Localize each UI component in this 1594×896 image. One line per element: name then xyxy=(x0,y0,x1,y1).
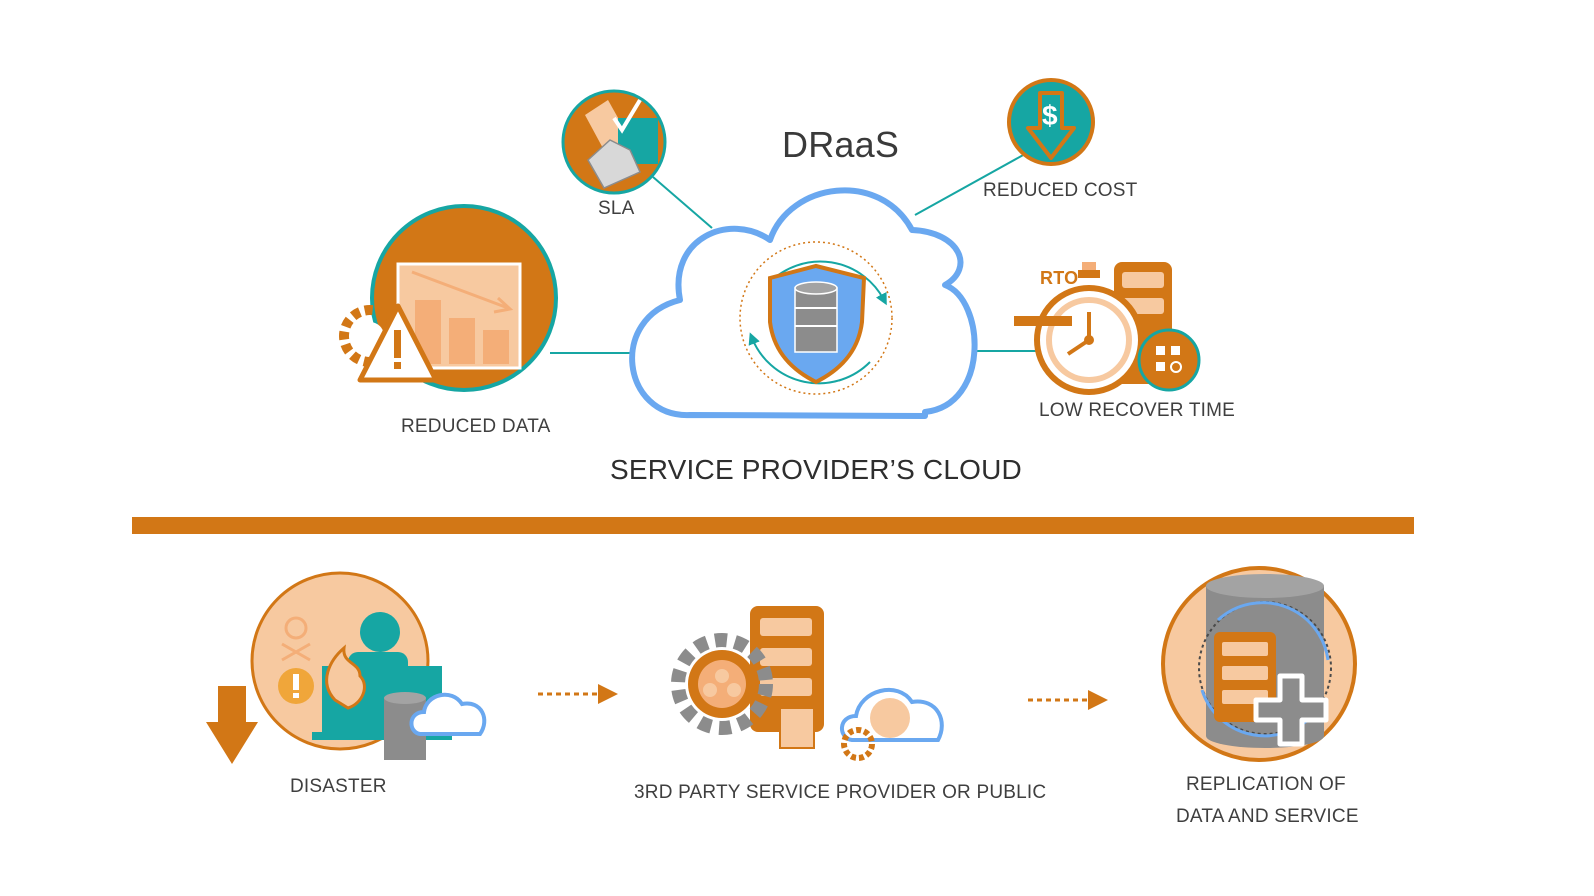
low-recover-time-label: LOW RECOVER TIME xyxy=(1039,400,1236,421)
dollar-sign: $ xyxy=(1042,100,1058,131)
replication-database-icon xyxy=(1161,566,1357,762)
sla-label: SLA xyxy=(598,198,635,219)
replication-label-line1: REPLICATION OF xyxy=(1186,774,1346,795)
disaster-icon xyxy=(206,571,487,764)
rto-badge: RTO xyxy=(1040,268,1079,288)
flow-arrow-2 xyxy=(1028,690,1108,710)
reduced-data-label: REDUCED DATA xyxy=(401,416,551,437)
flow-arrow-1 xyxy=(538,684,618,704)
reduced-cost-connector xyxy=(914,153,1026,216)
replication-label-line2: DATA AND SERVICE xyxy=(1176,806,1359,827)
disaster-label: DISASTER xyxy=(290,776,387,797)
cloud-caption: SERVICE PROVIDER’S CLOUD xyxy=(610,454,1022,485)
provider-gear-server-icon xyxy=(671,606,944,761)
dollar-arrow-icon xyxy=(1007,78,1095,166)
handshake-icon xyxy=(561,89,667,195)
reduced-cost-label: REDUCED COST xyxy=(983,180,1138,201)
shield-database-icon xyxy=(739,241,893,395)
connector-lines xyxy=(550,153,1045,354)
reduced-data-icon xyxy=(339,204,558,392)
sla-connector xyxy=(652,176,713,229)
section-divider xyxy=(132,517,1414,534)
diagram-title: DRaaS xyxy=(782,124,900,165)
stopwatch-server-icon xyxy=(1014,262,1201,395)
provider-label: 3RD PARTY SERVICE PROVIDER OR PUBLIC xyxy=(634,782,1047,803)
